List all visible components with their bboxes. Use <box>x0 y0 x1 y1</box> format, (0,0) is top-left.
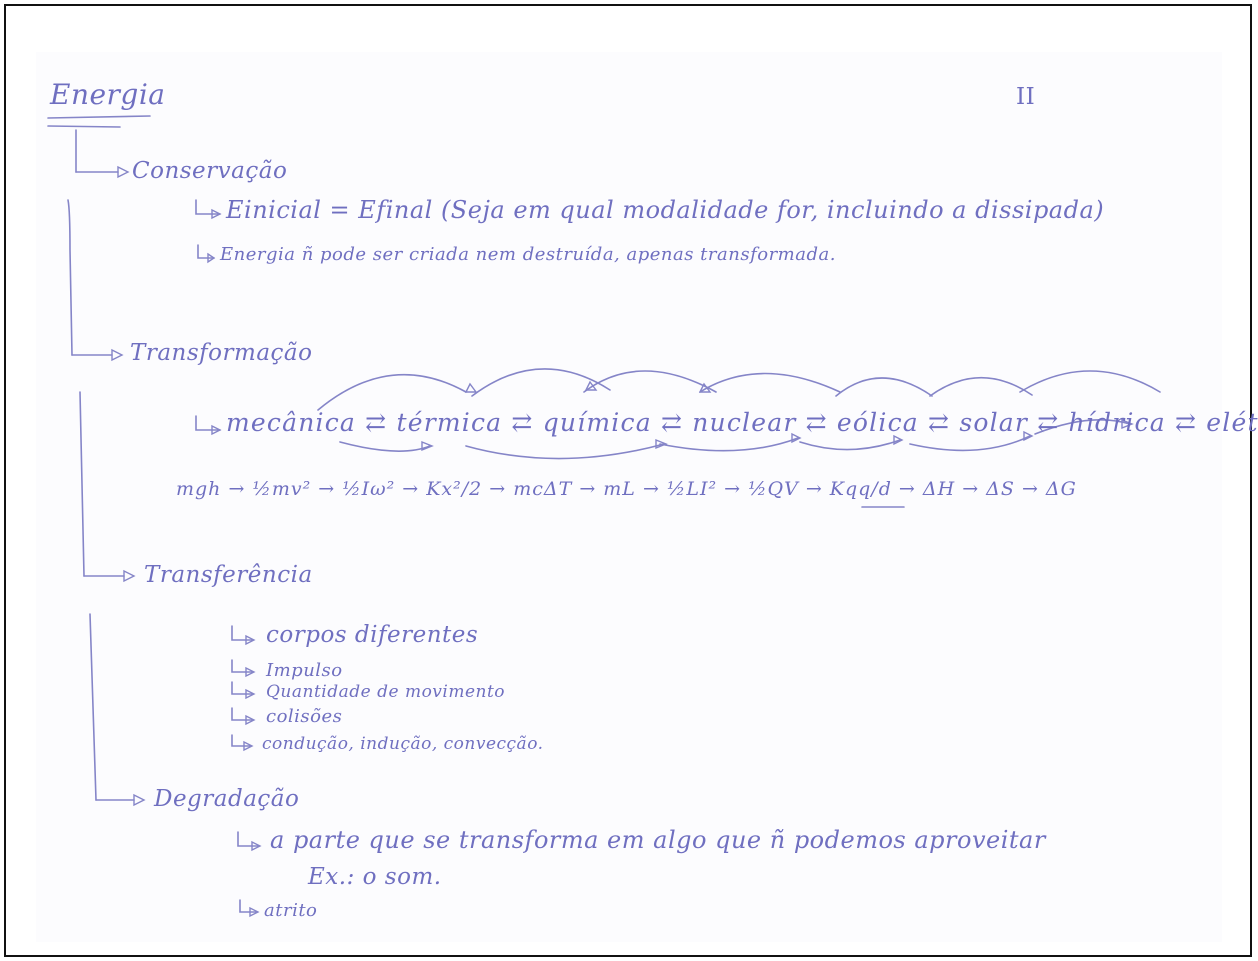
transferencia-item-5: condução, indução, convecção. <box>262 734 544 754</box>
degradacao-item-1: a parte que se transforma em algo que ñ … <box>270 826 1046 854</box>
page-title: Energia <box>50 78 166 111</box>
heading-conservacao: Conservação <box>132 158 288 184</box>
transferencia-item-3: Quantidade de movimento <box>266 682 506 702</box>
conservacao-item-2: Energia ñ pode ser criada nem destruída,… <box>220 244 836 265</box>
transferencia-item-2: Impulso <box>266 660 343 681</box>
transformacao-formulas: mgh → ½mv² → ½Iω² → Kx²/2 → mcΔT → mL → … <box>176 478 1077 500</box>
degradacao-example: Ex.: o som. <box>308 864 442 890</box>
heading-degradacao: Degradação <box>154 786 300 812</box>
degradacao-item-2: atrito <box>264 900 318 921</box>
transferencia-item-1: corpos diferentes <box>266 622 479 648</box>
heading-transferencia: Transferência <box>144 562 313 588</box>
transferencia-item-4: colisões <box>266 706 343 727</box>
conservacao-item-1: Einicial = Efinal (Seja em qual modalida… <box>226 196 1105 224</box>
transformacao-chain: mecânica ⇄ térmica ⇄ química ⇄ nuclear ⇄… <box>226 408 1258 437</box>
notebook-paper <box>36 52 1222 942</box>
heading-transformacao: Transformação <box>130 340 313 366</box>
page-number: II <box>1016 84 1036 110</box>
